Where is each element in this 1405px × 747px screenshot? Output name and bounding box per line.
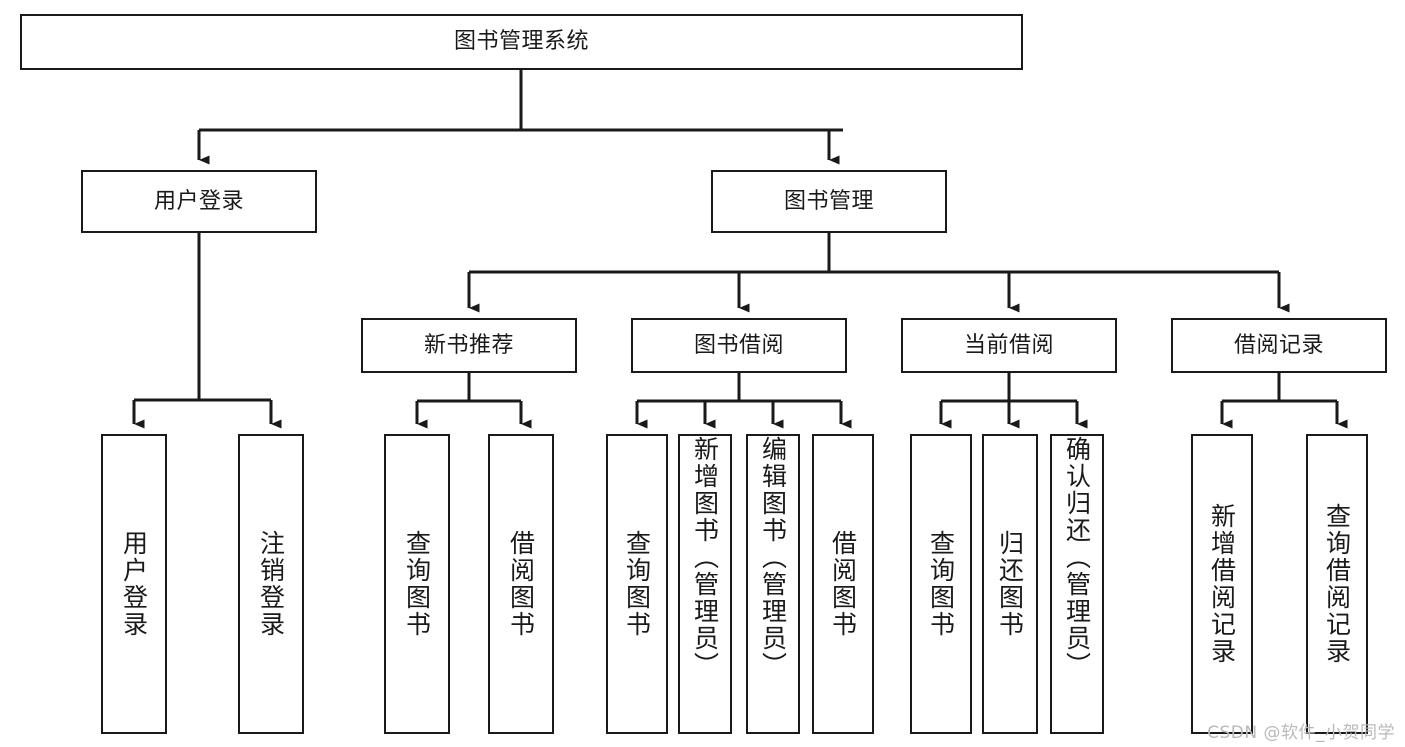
node-root[interactable]: 图书管理系统: [20, 14, 1023, 70]
node-new-book-rec[interactable]: 新书推荐: [361, 318, 577, 373]
node-book-borrow[interactable]: 图书借阅: [631, 318, 847, 373]
node-leaf-query-book-3[interactable]: 查询图书: [910, 434, 972, 734]
node-leaf-confirm-return[interactable]: 确认归还（管理员）: [1050, 434, 1104, 734]
node-leaf-add-record[interactable]: 新增借阅记录: [1191, 434, 1253, 734]
node-leaf-add-record-label: 新增借阅记录: [1207, 503, 1237, 665]
node-borrow-record-label: 借阅记录: [1233, 332, 1324, 358]
node-leaf-confirm-return-label: 确认归还（管理员）: [1062, 436, 1092, 679]
node-book-manage-label: 图书管理: [783, 188, 874, 214]
node-leaf-query-book-1[interactable]: 查询图书: [384, 434, 450, 734]
node-new-book-rec-label: 新书推荐: [423, 332, 514, 358]
node-leaf-add-book-label: 新增图书（管理员）: [690, 436, 720, 679]
node-user-login[interactable]: 用户登录: [81, 170, 317, 233]
node-book-borrow-label: 图书借阅: [693, 332, 784, 358]
node-current-borrow-label: 当前借阅: [963, 332, 1054, 358]
node-book-manage[interactable]: 图书管理: [711, 170, 947, 233]
node-leaf-query-record[interactable]: 查询借阅记录: [1306, 434, 1368, 734]
node-leaf-query-book-2-label: 查询图书: [622, 530, 652, 638]
node-leaf-return-book[interactable]: 归还图书: [982, 434, 1038, 734]
node-leaf-logout-login-label: 注销登录: [256, 530, 286, 638]
node-leaf-query-record-label: 查询借阅记录: [1322, 503, 1352, 665]
node-leaf-edit-book-label: 编辑图书（管理员）: [758, 436, 788, 679]
node-leaf-query-book-1-label: 查询图书: [402, 530, 432, 638]
node-leaf-logout-login[interactable]: 注销登录: [238, 434, 304, 734]
node-leaf-borrow-book-2-label: 借阅图书: [828, 530, 858, 638]
node-leaf-borrow-book-1[interactable]: 借阅图书: [488, 434, 554, 734]
node-leaf-add-book[interactable]: 新增图书（管理员）: [678, 434, 732, 734]
node-leaf-query-book-2[interactable]: 查询图书: [606, 434, 668, 734]
node-leaf-return-book-label: 归还图书: [995, 530, 1025, 638]
node-root-label: 图书管理系统: [453, 29, 589, 55]
node-leaf-borrow-book-2[interactable]: 借阅图书: [812, 434, 874, 734]
node-leaf-query-book-3-label: 查询图书: [926, 530, 956, 638]
node-user-login-label: 用户登录: [153, 188, 244, 214]
node-leaf-borrow-book-1-label: 借阅图书: [506, 530, 536, 638]
node-current-borrow[interactable]: 当前借阅: [901, 318, 1117, 373]
node-leaf-edit-book[interactable]: 编辑图书（管理员）: [746, 434, 800, 734]
node-leaf-user-login-label: 用户登录: [119, 530, 149, 638]
node-borrow-record[interactable]: 借阅记录: [1171, 318, 1387, 373]
node-leaf-user-login[interactable]: 用户登录: [101, 434, 167, 734]
